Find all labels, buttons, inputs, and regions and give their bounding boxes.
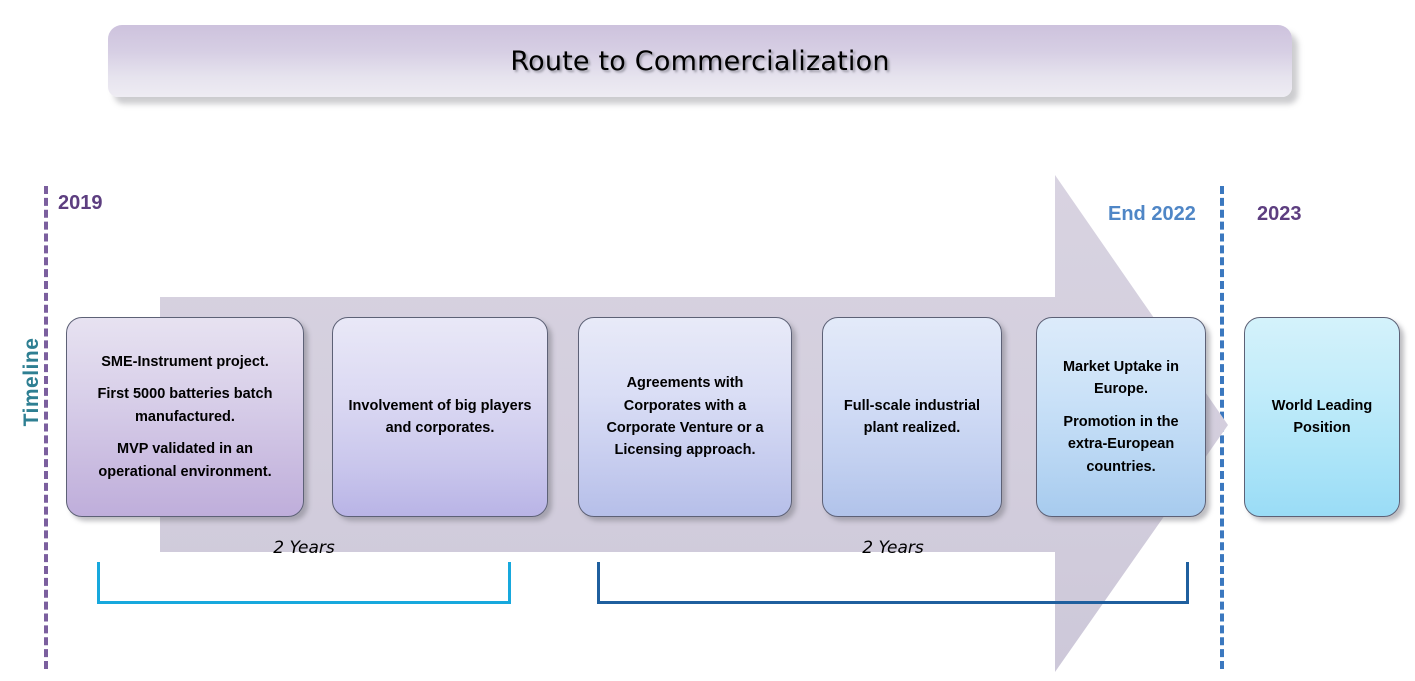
stage-box-world-leading-position[interactable]: World Leading Position — [1244, 317, 1400, 517]
year-marker-2019: 2019 — [58, 192, 103, 214]
timeline-axis-label: Timeline — [20, 337, 43, 427]
duration-bracket-second: 2 Years — [597, 538, 1189, 604]
stage-text: Market Uptake in Europe. — [1062, 358, 1180, 398]
stage-box-big-players[interactable]: Involvement of big players and corporate… — [332, 317, 548, 517]
stage-text: SME-Instrument project. — [101, 353, 269, 370]
stage-box-sme-instrument[interactable]: SME-Instrument project. First 5000 batte… — [66, 317, 304, 517]
stage-box-market-uptake[interactable]: Market Uptake in Europe. Promotion in th… — [1036, 317, 1206, 517]
stage-text: First 5000 batteries batch manufactured. — [97, 386, 273, 425]
year-marker-2023: 2023 — [1257, 203, 1302, 225]
stage-text: Agreements with Corporates with a Corpor… — [606, 375, 764, 459]
page-title: Route to Commercialization — [510, 45, 890, 77]
stage-text: MVP validated in an operational environm… — [98, 441, 272, 480]
title-banner: Route to Commercialization — [108, 25, 1292, 97]
duration-label: 2 Years — [273, 538, 335, 558]
stage-text: Full-scale industrial plant realized. — [843, 397, 981, 436]
stage-text: World Leading Position — [1271, 397, 1373, 436]
stage-box-industrial-plant[interactable]: Full-scale industrial plant realized. — [822, 317, 1002, 517]
stage-text: Involvement of big players and corporate… — [348, 397, 532, 436]
stage-text: Promotion in the extra-European countrie… — [1063, 413, 1179, 475]
year-marker-end-2022: End 2022 — [1108, 203, 1196, 225]
duration-label: 2 Years — [862, 538, 924, 558]
stage-box-agreements[interactable]: Agreements with Corporates with a Corpor… — [578, 317, 792, 517]
dashed-guide-2019 — [44, 186, 48, 669]
duration-bracket-first: 2 Years — [97, 538, 511, 604]
